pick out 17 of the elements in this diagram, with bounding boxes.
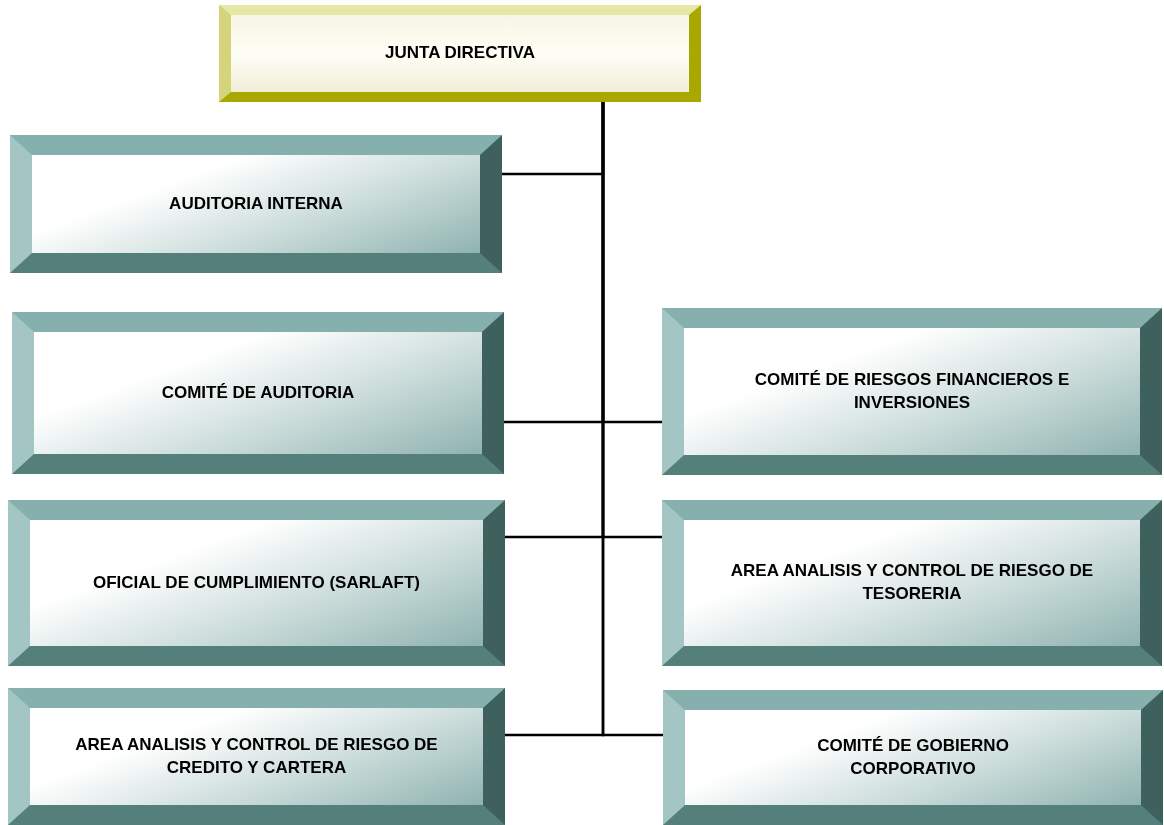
node-label: OFICIAL DE CUMPLIMIENTO (SARLAFT) bbox=[91, 571, 422, 594]
node-label: AREA ANALISIS Y CONTROL DE RIESGO DE CREDITO Y CARTERA bbox=[74, 733, 439, 779]
bevel-box bbox=[662, 500, 1162, 666]
bevel-box bbox=[10, 135, 502, 273]
bevel-box bbox=[8, 688, 505, 825]
title-box bbox=[219, 5, 701, 102]
node-label: JUNTA DIRECTIVA bbox=[384, 42, 536, 65]
bevel-box bbox=[8, 500, 505, 666]
bevel-box bbox=[662, 308, 1162, 475]
node-label: COMITÉ DE RIESGOS FINANCIEROS E INVERSIONES bbox=[753, 368, 1071, 414]
node-label: COMITÉ DE AUDITORIA bbox=[160, 381, 356, 404]
node-label: AREA ANALISIS Y CONTROL DE RIESGO DE TESORERIA bbox=[729, 560, 1095, 605]
bevel-box bbox=[12, 312, 504, 474]
node-label: AUDITORIA INTERNA bbox=[168, 192, 344, 215]
connector-line bbox=[601, 102, 663, 737]
bevel-box bbox=[663, 690, 1163, 825]
node-label: COMITÉ DE GOBIERNO CORPORATIVO bbox=[816, 734, 1010, 780]
